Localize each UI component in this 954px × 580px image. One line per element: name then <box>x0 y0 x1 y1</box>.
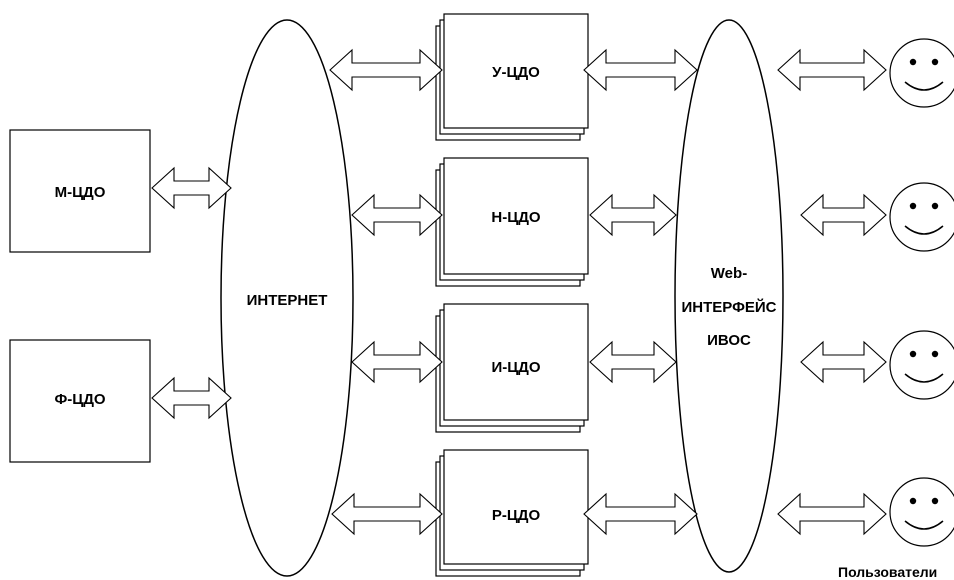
r-cdo-box <box>443 449 589 565</box>
i-cdo-box <box>443 303 589 421</box>
smiley-face-icon <box>889 477 954 547</box>
internet-u-cdo-arrow <box>329 48 443 92</box>
internet-n-cdo-arrow <box>351 193 443 237</box>
web-interface-ellipse <box>674 19 784 573</box>
n-cdo-box <box>443 157 589 275</box>
smiley-face-icon <box>889 330 954 400</box>
web-user-2-arrow <box>800 193 887 237</box>
n-cdo-web-arrow <box>589 193 677 237</box>
m-cdo-label: М-ЦДО <box>55 184 106 201</box>
m-cdo-box <box>9 129 151 253</box>
i-cdo-web-arrow <box>589 340 677 384</box>
web-user-3-arrow <box>800 340 887 384</box>
web-interface-line-1: Web- <box>711 265 747 282</box>
internet-label: ИНТЕРНЕТ <box>247 292 328 309</box>
f-cdo-internet-arrow <box>151 376 232 420</box>
n-cdo-label: Н-ЦДО <box>491 209 540 226</box>
i-cdo-label: И-ЦДО <box>491 359 540 376</box>
u-cdo-node: У-ЦДО <box>435 13 589 141</box>
f-cdo-box <box>9 339 151 463</box>
web-interface-line-2: ИНТЕРФЕЙС <box>681 298 776 316</box>
smiley-face-icon <box>889 38 954 108</box>
f-cdo-label: Ф-ЦДО <box>54 391 105 408</box>
web-user-1-arrow <box>777 48 887 92</box>
i-cdo-node: И-ЦДО <box>435 303 589 433</box>
u-cdo-web-arrow <box>583 48 698 92</box>
r-cdo-web-arrow <box>583 492 698 536</box>
web-interface-line-3: ИВОС <box>707 332 751 349</box>
internet-r-cdo-arrow <box>331 492 443 536</box>
u-cdo-box <box>443 13 589 129</box>
internet-i-cdo-arrow <box>351 340 443 384</box>
internet-ellipse <box>220 19 354 577</box>
smiley-face-icon <box>889 182 954 252</box>
r-cdo-label: Р-ЦДО <box>492 507 541 524</box>
web-user-4-arrow <box>777 492 887 536</box>
users-label: Пользователи <box>838 564 937 580</box>
n-cdo-node: Н-ЦДО <box>435 157 589 287</box>
m-cdo-internet-arrow <box>151 166 232 210</box>
u-cdo-label: У-ЦДО <box>492 64 540 81</box>
r-cdo-node: Р-ЦДО <box>435 449 589 577</box>
